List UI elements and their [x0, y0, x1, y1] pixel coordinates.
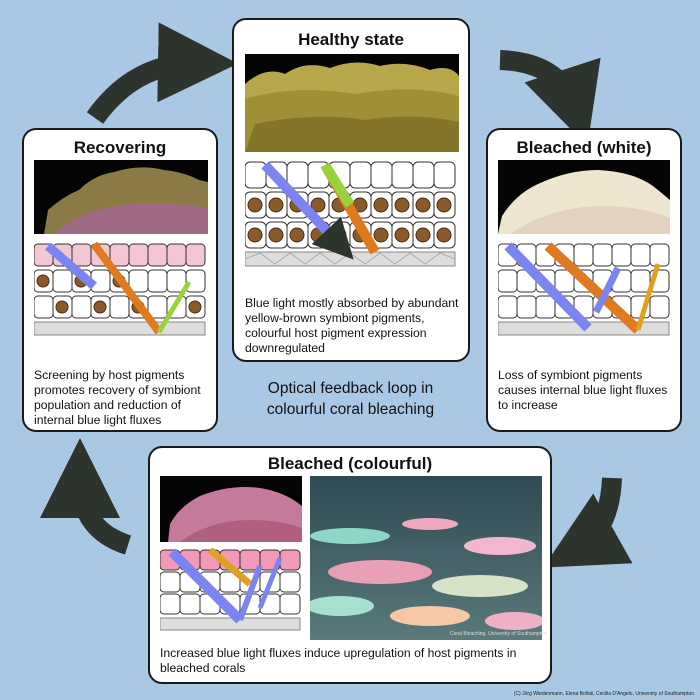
bleached-white-tissue-diagram: [498, 242, 670, 336]
bleached-colourful-caption: Increased blue light fluxes induce upreg…: [160, 646, 517, 675]
cycle-arrow-bottom-right: [543, 477, 633, 568]
bleached-colourful-title: Bleached (colourful): [267, 454, 433, 473]
recovering-card: Recovering Screening by host pigments pr…: [22, 128, 218, 432]
bleached-white-title: Bleached (white): [516, 138, 652, 157]
copyright-credit: (C) Jörg Wiedenmann, Elena Bollati, Ceci…: [513, 691, 694, 697]
cycle-arrow-top-right: [499, 50, 601, 147]
healthy-coral-photo: [245, 54, 459, 152]
recovering-title: Recovering: [73, 138, 167, 157]
healthy-state-title: Healthy state: [298, 30, 404, 49]
healthy-state-caption: Blue light mostly absorbed by abundant y…: [245, 296, 459, 355]
cycle-arrow-bottom-left: [40, 438, 132, 555]
diagram-center-title: Optical feedback loop in colourful coral…: [266, 380, 435, 418]
recovering-caption: Screening by host pigments promotes reco…: [34, 368, 201, 427]
bleached-colourful-tissue-diagram: [160, 548, 301, 631]
healthy-state-card: Healthy state Blue light mostly absorbed: [232, 18, 470, 362]
cycle-arrow-top-left: [86, 22, 238, 124]
photo-credit: Coral Bleaching, University of Southampt…: [450, 631, 547, 637]
bleached-colourful-coral-photo: [160, 476, 302, 542]
bleached-colourful-card: Bleached (colourful): [148, 446, 552, 684]
colourful-reef-photo: [310, 476, 542, 640]
bleached-white-card: Bleached (white) Loss of symbiont pigmen…: [486, 128, 682, 432]
bleached-white-coral-photo: [498, 160, 670, 234]
bleached-white-caption: Loss of symbiont pigments causes interna…: [498, 368, 668, 412]
recovering-tissue-diagram: [34, 242, 206, 336]
healthy-tissue-diagram: [245, 161, 456, 267]
recovering-coral-photo: [34, 160, 208, 234]
